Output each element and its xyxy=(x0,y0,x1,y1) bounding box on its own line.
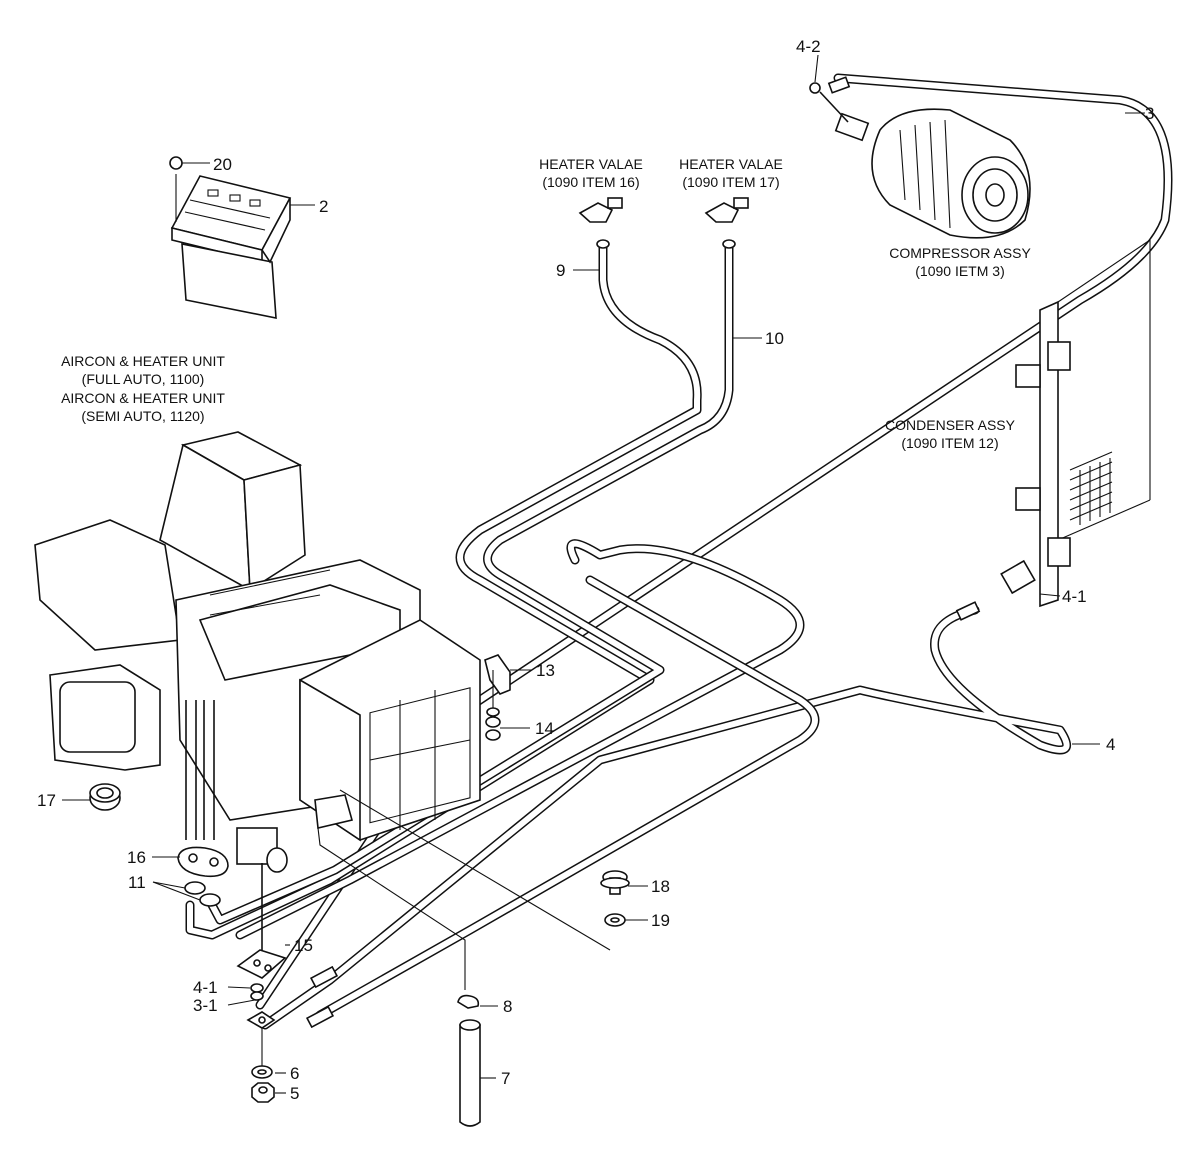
fitting-4-2-icon xyxy=(809,82,821,94)
caption-line: COMPRESSOR ASSY xyxy=(889,245,1031,261)
callout-2: 2 xyxy=(319,197,328,216)
pipe-bundle xyxy=(235,539,820,1020)
refrigerant-pipe-3 xyxy=(255,73,1173,1010)
fitting-4-1-icon xyxy=(1000,559,1036,595)
callout-3-1: 3-1 xyxy=(193,996,218,1015)
callout-4-1-condenser: 4-1 xyxy=(1062,587,1087,606)
callout-5: 5 xyxy=(290,1084,299,1103)
seal-16 xyxy=(177,846,229,878)
callouts: 20 2 4-2 3 9 10 4-1 4 13 14 17 16 11 18 … xyxy=(37,37,1154,1103)
condenser-assy xyxy=(1000,239,1151,608)
caption-line: (1090 ITEM 12) xyxy=(901,435,998,451)
callout-11: 11 xyxy=(128,873,146,892)
callout-13: 13 xyxy=(536,661,555,680)
bracket-13 xyxy=(484,654,511,710)
aircon-heater-unit xyxy=(34,431,611,990)
grommet-17 xyxy=(89,783,121,811)
callout-15: 15 xyxy=(294,936,313,955)
clip-8 xyxy=(457,994,480,1009)
caption-aircon-unit: AIRCON & HEATER UNIT (FULL AUTO, 1100) A… xyxy=(61,353,225,424)
fittings-3-1-4-1 xyxy=(246,983,276,1068)
callout-4-2: 4-2 xyxy=(796,37,821,56)
bolt-14 xyxy=(485,707,501,741)
caption-heater-valve-16: HEATER VALAE (1090 ITEM 16) xyxy=(539,156,643,190)
callout-4-1-unit: 4-1 xyxy=(193,978,218,997)
caption-condenser: CONDENSER ASSY (1090 ITEM 12) xyxy=(885,417,1016,451)
washer-6 xyxy=(251,1065,273,1079)
leader-lines xyxy=(62,54,1145,1094)
callout-14: 14 xyxy=(535,719,554,738)
callout-10: 10 xyxy=(765,329,784,348)
callout-9: 9 xyxy=(556,261,565,280)
hose-7 xyxy=(459,1019,481,1127)
caption-heater-valve-17: HEATER VALAE (1090 ITEM 17) xyxy=(679,156,783,190)
caption-line: HEATER VALAE xyxy=(539,156,643,172)
caption-line: HEATER VALAE xyxy=(679,156,783,172)
caption-line: (FULL AUTO, 1100) xyxy=(82,371,205,387)
caption-line: AIRCON & HEATER UNIT xyxy=(61,390,225,406)
caption-line: (SEMI AUTO, 1120) xyxy=(81,408,204,424)
callout-7: 7 xyxy=(501,1069,510,1088)
plate-15 xyxy=(236,949,287,979)
callout-17: 17 xyxy=(37,791,56,810)
heater-valve-17 xyxy=(704,197,749,249)
nut-5 xyxy=(251,1082,275,1103)
washer-19 xyxy=(604,913,626,927)
callout-19: 19 xyxy=(651,911,670,930)
heater-hose-9 xyxy=(185,243,702,940)
condenser-fins xyxy=(1069,451,1113,525)
control-panel xyxy=(169,156,292,319)
caption-line: (1090 IETM 3) xyxy=(915,263,1004,279)
caption-line: (1090 ITEM 17) xyxy=(682,174,779,190)
caption-compressor: COMPRESSOR ASSY (1090 IETM 3) xyxy=(889,245,1031,279)
callout-3: 3 xyxy=(1145,104,1154,123)
caption-line: CONDENSER ASSY xyxy=(885,417,1016,433)
callout-20: 20 xyxy=(213,155,232,174)
heater-hose-10 xyxy=(207,243,734,925)
screw-20-icon xyxy=(169,156,183,170)
callout-18: 18 xyxy=(651,877,670,896)
callout-16: 16 xyxy=(127,848,146,867)
callout-4: 4 xyxy=(1106,735,1115,754)
heater-valve-16 xyxy=(578,197,623,249)
pipe-fittings xyxy=(305,76,981,1029)
callout-8: 8 xyxy=(503,997,512,1016)
caption-line: (1090 ITEM 16) xyxy=(542,174,639,190)
compressor-assy xyxy=(809,82,1031,239)
screw-18 xyxy=(600,870,630,895)
callout-6: 6 xyxy=(290,1064,299,1083)
refrigerant-pipe-4 xyxy=(260,605,1072,1030)
caption-line: AIRCON & HEATER UNIT xyxy=(61,353,225,369)
